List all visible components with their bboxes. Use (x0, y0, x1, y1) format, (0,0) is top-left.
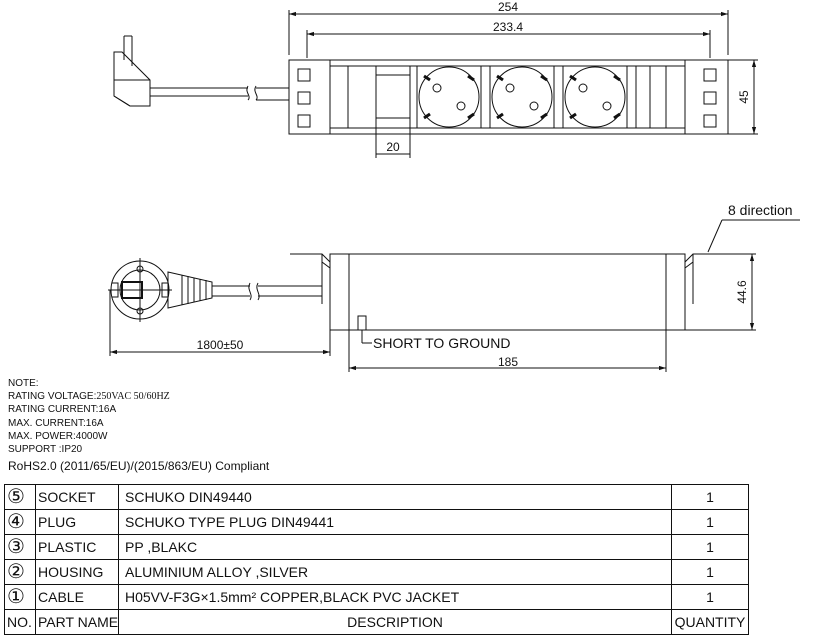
short-to-ground-label: SHORT TO GROUND (373, 335, 510, 351)
part-name: HOUSING (35, 559, 119, 585)
rohs-compliance: RoHS2.0 (2011/65/EU)/(2015/863/EU) Compl… (8, 459, 270, 473)
dim-body-length: 185 (498, 355, 518, 369)
notes-block: NOTE: RATING VOLTAGE:250VAC 50/60HZ RATI… (8, 377, 170, 456)
item-number: ④ (4, 509, 36, 535)
part-description: SCHUKO DIN49440 (118, 484, 672, 510)
part-description: PP ,BLAKC (118, 534, 672, 560)
table-row: ① CABLE H05VV-F3G×1.5mm² COPPER,BLACK PV… (4, 584, 749, 610)
technical-drawing: 254 233.4 45 20 8 direction 44.6 1800±50… (108, 0, 800, 372)
note-max-current: MAX. CURRENT:16A (8, 417, 104, 429)
socket-3 (562, 65, 628, 129)
dim-spacer-width: 20 (386, 140, 400, 154)
dim-height-side: 44.6 (735, 280, 749, 304)
table-row: ④ PLUG SCHUKO TYPE PLUG DIN49441 1 (4, 509, 749, 535)
header-part-name: PART NAME (35, 609, 119, 635)
header-description: DESCRIPTION (118, 609, 672, 635)
part-quantity: 1 (671, 509, 749, 535)
part-quantity: 1 (671, 534, 749, 560)
note-voltage-label: RATING VOLTAGE: (8, 391, 97, 403)
part-quantity: 1 (671, 484, 749, 510)
table-row: ③ PLASTIC PP ,BLAKC 1 (4, 534, 749, 560)
dim-cable-length: 1800±50 (197, 338, 244, 352)
note-current: RATING CURRENT:16A (8, 404, 117, 416)
socket-1 (416, 65, 482, 129)
part-quantity: 1 (671, 559, 749, 585)
item-number: ② (4, 559, 36, 585)
side-view (108, 219, 800, 372)
part-name: PLASTIC (35, 534, 119, 560)
item-number: ⑤ (4, 484, 36, 510)
dim-overall-length: 254 (498, 0, 518, 14)
header-no: NO. (4, 609, 36, 635)
part-name: PLUG (35, 509, 119, 535)
note-max-power: MAX. POWER:4000W (8, 430, 108, 442)
part-description: ALUMINIUM ALLOY ,SILVER (118, 559, 672, 585)
note-voltage-value: 250VAC 50/60HZ (96, 391, 170, 403)
direction-note: 8 direction (728, 202, 793, 218)
part-quantity: 1 (671, 584, 749, 610)
part-name: CABLE (35, 584, 119, 610)
note-support: SUPPORT :IP20 (8, 444, 83, 456)
item-number: ① (4, 584, 36, 610)
table-row: ⑤ SOCKET SCHUKO DIN49440 1 (4, 484, 749, 510)
socket-2 (489, 65, 555, 129)
header-quantity: QUANTITY (671, 609, 749, 635)
part-name: SOCKET (35, 484, 119, 510)
table-row: ② HOUSING ALUMINIUM ALLOY ,SILVER 1 (4, 559, 749, 585)
notes-heading: NOTE: (8, 378, 39, 389)
table-header-row: NO. PART NAME DESCRIPTION QUANTITY (4, 609, 749, 635)
dim-height-top: 45 (737, 90, 751, 104)
part-description: H05VV-F3G×1.5mm² COPPER,BLACK PVC JACKET (118, 584, 672, 610)
top-view (113, 10, 758, 158)
part-description: SCHUKO TYPE PLUG DIN49441 (118, 509, 672, 535)
bill-of-materials: ⑤ SOCKET SCHUKO DIN49440 1 ④ PLUG SCHUKO… (4, 484, 749, 635)
item-number: ③ (4, 534, 36, 560)
note-voltage: RATING VOLTAGE:250VAC 50/60HZ (8, 390, 170, 403)
dim-mount-spacing: 233.4 (493, 20, 523, 34)
